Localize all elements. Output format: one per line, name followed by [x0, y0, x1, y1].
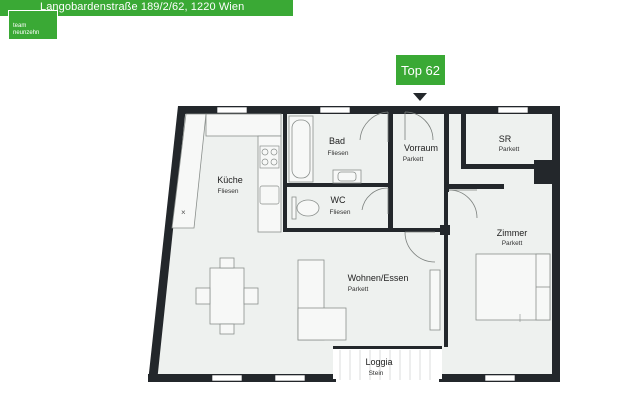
toilet-icon — [291, 196, 320, 220]
room-floor-sr: Parkett — [498, 146, 520, 153]
entrance-arrow-icon — [413, 93, 427, 101]
loggia-opening — [333, 348, 442, 382]
unit-label: Top 62 — [396, 55, 445, 85]
door-swings — [359, 111, 478, 263]
company-logo: team neunzehn — [8, 10, 58, 40]
bathtub-icon — [288, 115, 314, 183]
room-name-loggia: Loggia — [365, 357, 393, 367]
kitchen-counter — [171, 113, 282, 233]
windows — [211, 106, 529, 382]
logo-line-1: team — [13, 23, 27, 29]
header-bar: Langobardenstraße 189/2/62, 1220 Wien — [0, 0, 293, 16]
room-name-zimmer: Zimmer — [496, 228, 528, 238]
fridge-icon: × — [181, 208, 186, 217]
room-floor-vorraum: Parkett — [402, 156, 424, 163]
room-floor-loggia: Stein — [368, 370, 384, 377]
room-floor-zimmer: Parkett — [501, 240, 523, 247]
room-name-wohnen-essen: Wohnen/Essen — [347, 273, 409, 283]
bathroom-sink-icon — [332, 169, 362, 184]
stove-icon — [259, 145, 280, 169]
room-name-wc: WC — [330, 195, 346, 205]
interior-walls — [283, 112, 554, 347]
sofa-icon — [297, 259, 441, 341]
address-text: Langobardenstraße 189/2/62, 1220 Wien — [40, 1, 245, 13]
room-name-vorraum: Vorraum — [403, 143, 439, 153]
sink-icon — [259, 185, 280, 205]
room-floor-kueche: Fliesen — [217, 188, 239, 195]
room-floor-wc: Fliesen — [329, 209, 351, 216]
room-floor-wohnen-essen: Parkett — [347, 286, 369, 293]
logo-line-2: neunzehn — [13, 30, 40, 36]
room-floor-bad: Fliesen — [327, 150, 349, 157]
bed-icon — [475, 253, 551, 321]
room-name-bad: Bad — [328, 136, 346, 146]
room-name-kueche: Küche — [217, 175, 243, 185]
dining-table-icon — [195, 257, 259, 335]
room-name-sr: SR — [498, 134, 512, 144]
floor-areas — [155, 112, 555, 375]
loggia-tiles — [339, 350, 431, 380]
